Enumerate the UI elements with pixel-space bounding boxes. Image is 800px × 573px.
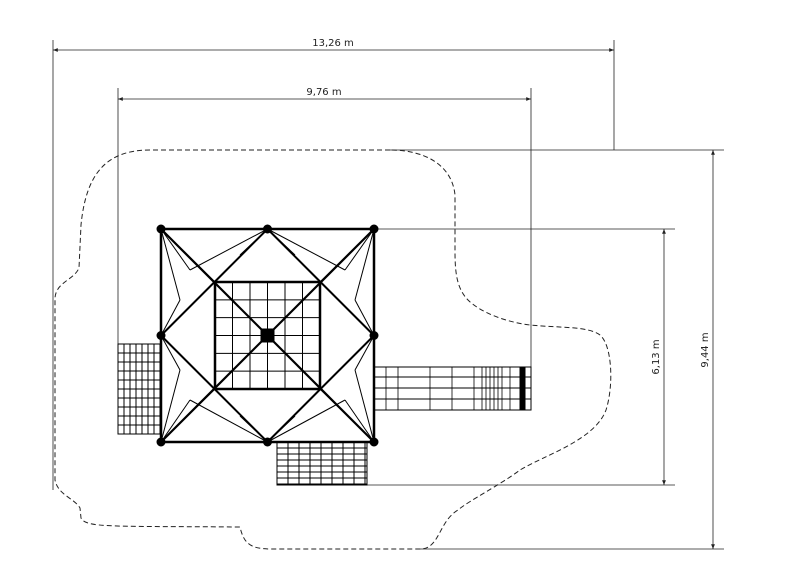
frame-line — [319, 228, 375, 283]
frame-line — [189, 228, 268, 271]
dim-structure-depth: 6,13 m — [651, 339, 662, 374]
frame-line — [319, 281, 375, 336]
post-marker — [369, 331, 379, 340]
frame-line — [354, 228, 375, 301]
frame-line — [319, 388, 375, 443]
dim-overall-width: 13,26 m — [312, 38, 354, 49]
dimension-lines — [53, 48, 715, 549]
frame-line — [267, 228, 296, 256]
frame-line — [354, 335, 375, 371]
post-marker — [263, 437, 272, 447]
post-marker — [156, 437, 166, 447]
frame-line — [160, 228, 216, 283]
frame-line — [189, 399, 268, 443]
frame-line — [239, 415, 268, 443]
frame-line — [267, 415, 296, 443]
post-marker — [156, 224, 166, 234]
frame-line — [344, 228, 375, 271]
frame-line — [160, 228, 191, 271]
frame-line — [319, 335, 375, 390]
frame-line — [160, 335, 216, 390]
frame-line — [160, 228, 181, 301]
bridge-walkway — [373, 366, 532, 411]
left-net-grid — [117, 343, 162, 435]
extension-lines — [52, 40, 724, 550]
frame-line — [267, 228, 346, 271]
frame-line — [354, 299, 375, 336]
climbing-frame — [156, 224, 379, 447]
post-marker — [369, 224, 379, 234]
frame-line — [239, 228, 268, 256]
safety-zone-outline — [54, 149, 612, 550]
frame-line — [344, 399, 375, 443]
frame-line — [160, 335, 181, 371]
post-marker — [369, 437, 379, 447]
frame-line — [160, 388, 216, 443]
frame-line — [160, 299, 181, 336]
center-hub — [260, 328, 275, 343]
bottom-net-grid — [276, 441, 368, 486]
post-marker — [156, 331, 166, 340]
frame-line — [160, 369, 181, 443]
frame-line — [354, 369, 375, 443]
frame-line — [160, 281, 216, 336]
frame-line — [160, 399, 191, 443]
dim-overall-depth: 9,44 m — [700, 332, 711, 367]
post-marker — [263, 224, 272, 234]
dim-structure-width: 9,76 m — [306, 87, 341, 98]
frame-line — [267, 399, 346, 443]
